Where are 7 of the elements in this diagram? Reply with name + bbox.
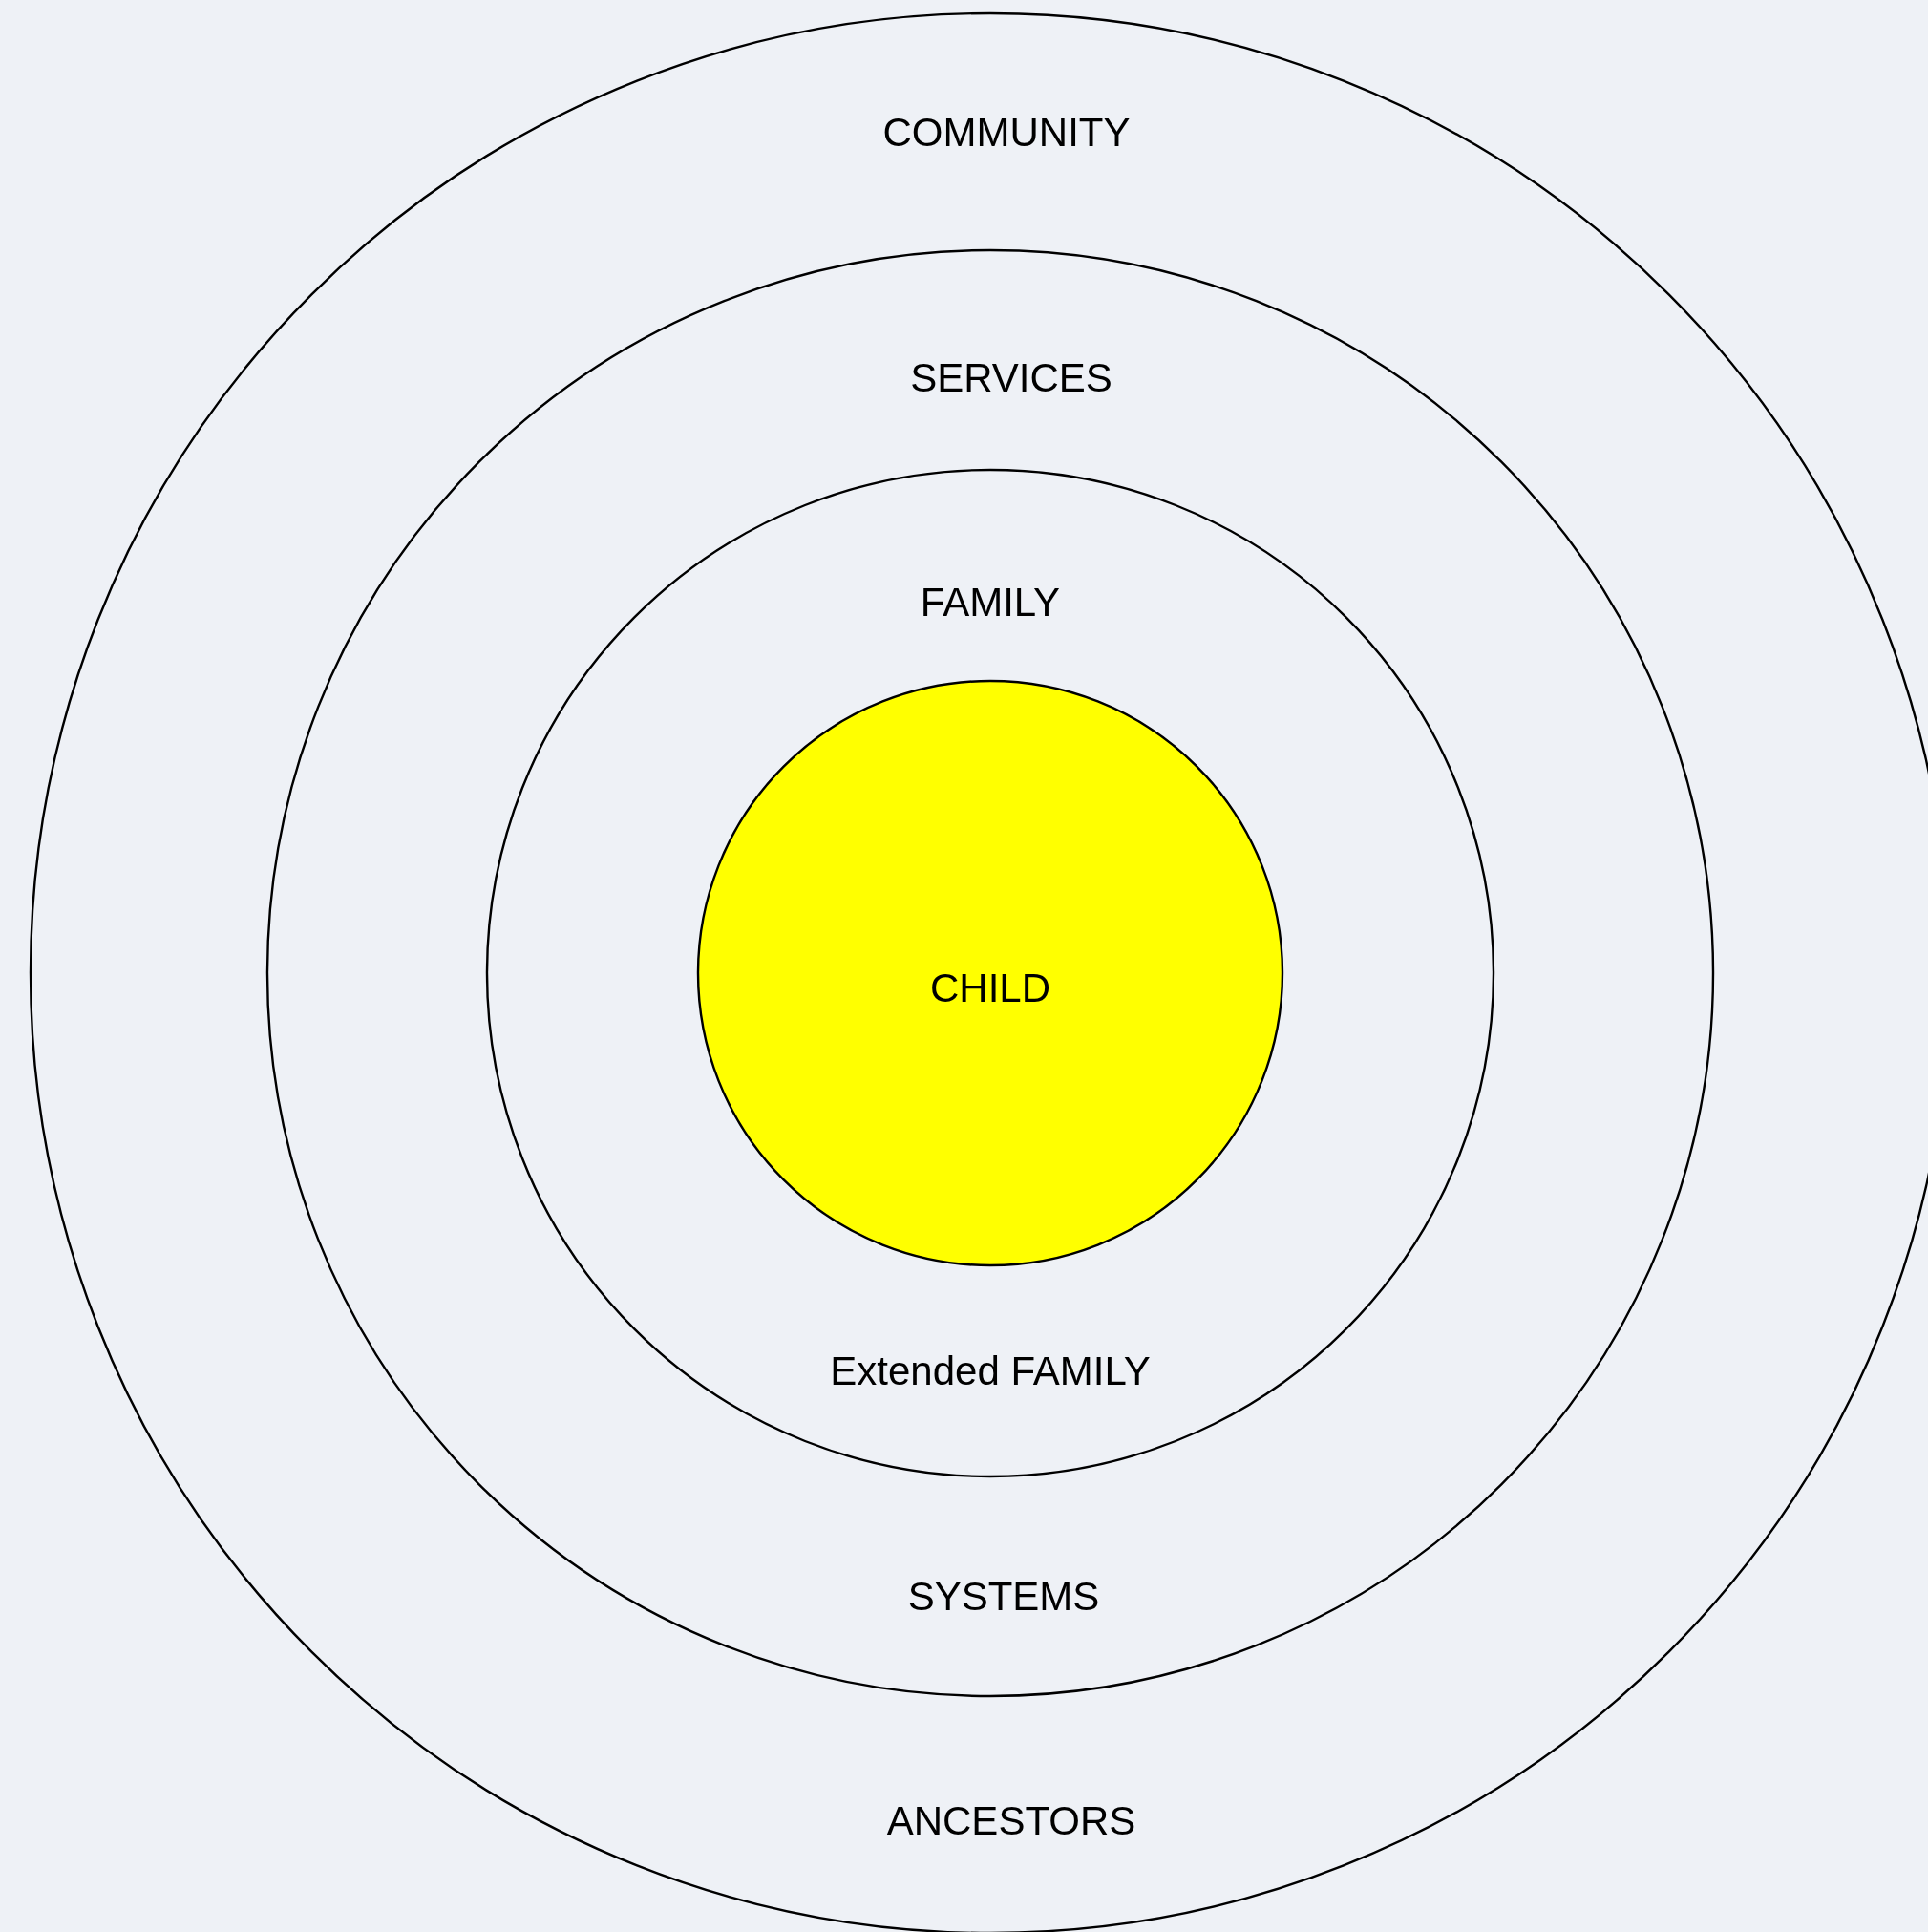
ring-label: CHILD (930, 966, 1050, 1011)
ring-label: SYSTEMS (907, 1574, 1100, 1620)
ring-label: SERVICES (910, 355, 1112, 401)
ring-label: FAMILY (920, 580, 1061, 626)
ring-label: Extended FAMILY (830, 1348, 1151, 1394)
ring-label: ANCESTORS (886, 1798, 1136, 1844)
ring-label: COMMUNITY (882, 110, 1131, 156)
